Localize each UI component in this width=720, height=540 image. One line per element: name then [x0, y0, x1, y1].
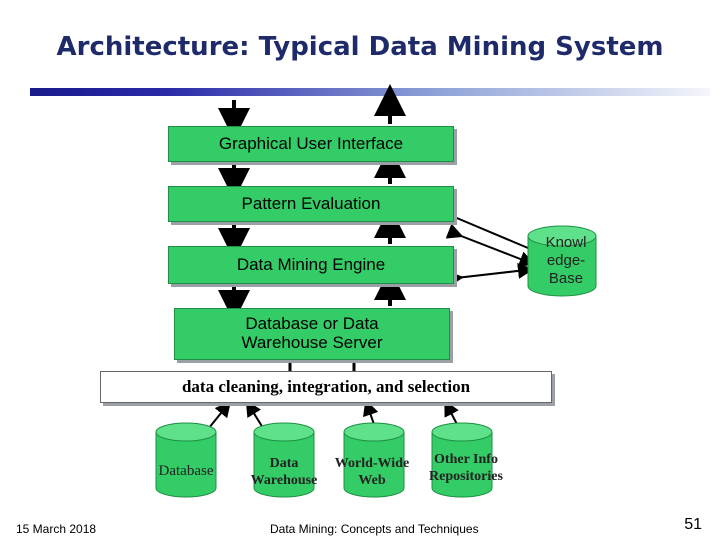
- world-wide-web-label: World-Wide Web: [320, 456, 424, 490]
- kb-arrow-engine: [447, 262, 534, 287]
- other-repositories-label: Other Info Repositories: [414, 452, 518, 486]
- data-warehouse-cylinder: [253, 422, 315, 498]
- kb-label-line1: Knowl: [545, 234, 587, 251]
- world-wide-web-label-1: World-Wide: [334, 456, 410, 471]
- other-repositories-label-1: Other Info: [434, 452, 498, 467]
- data-warehouse-label-2: Warehouse: [250, 472, 318, 488]
- world-wide-web-cylinder: [343, 422, 405, 498]
- data-warehouse-label: Data Warehouse: [236, 456, 332, 490]
- data-mining-engine-label: Data Mining Engine: [236, 254, 386, 274]
- data-mining-engine-box: Data Mining Engine: [168, 246, 454, 284]
- slide-title: Architecture: Typical Data Mining System: [56, 32, 664, 62]
- data-warehouse-label-1: Data: [269, 456, 299, 471]
- other-repositories-cylinder: [431, 422, 493, 498]
- database-server-box: Database or Data Warehouse Server: [174, 308, 450, 360]
- other-repositories-label-2: Repositories: [429, 468, 503, 484]
- data-cleaning-integration-strip: data cleaning, integration, and selectio…: [100, 371, 552, 403]
- database-label: Database: [158, 463, 214, 479]
- footer-date: 15 March 2018: [16, 522, 97, 536]
- page-number: 51: [684, 516, 702, 533]
- world-wide-web-label-2: Web: [358, 472, 386, 488]
- database-cylinder: [155, 422, 217, 498]
- database-server-label-2: Warehouse Server: [241, 333, 383, 352]
- kb-line-upper: [451, 215, 529, 249]
- knowledge-base-cylinder: [527, 225, 597, 297]
- title-underline-bar: [30, 88, 710, 96]
- footer-course-title: Data Mining: Concepts and Techniques: [270, 522, 479, 536]
- database-server-label-1: Database or Data: [245, 314, 379, 334]
- knowledge-base-label: Knowl edge- Base: [534, 234, 598, 288]
- kb-label-line3: Base: [548, 270, 584, 287]
- kb-arrow-pattern: [445, 223, 536, 267]
- pattern-evaluation-box: Pattern Evaluation: [168, 186, 454, 222]
- kb-label-line2: edge-: [546, 252, 586, 269]
- gui-box: Graphical User Interface: [168, 126, 454, 162]
